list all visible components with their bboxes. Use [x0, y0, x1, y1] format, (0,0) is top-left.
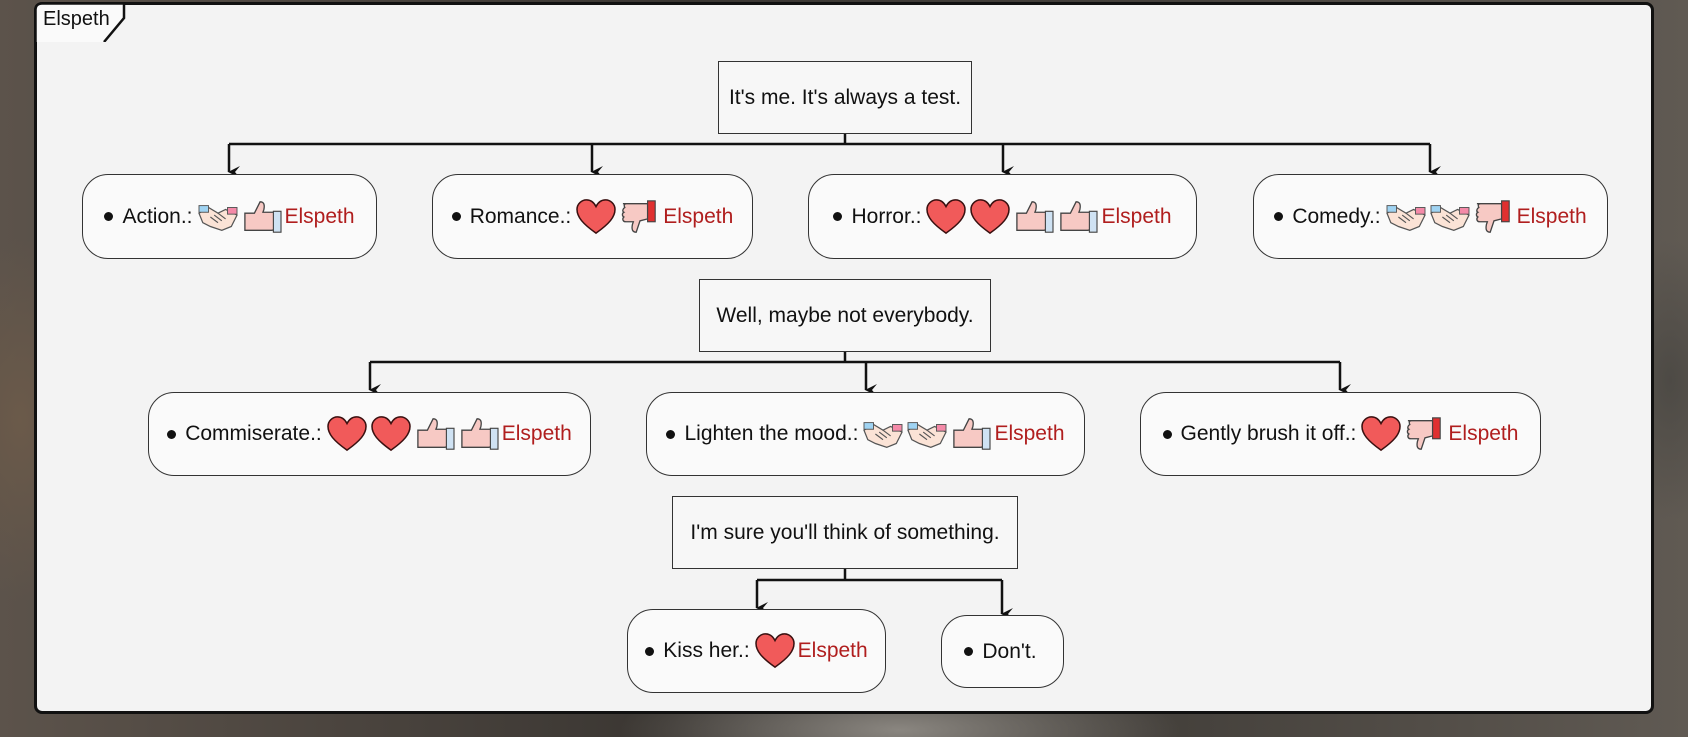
bullet: [833, 212, 843, 221]
bullet: [964, 647, 974, 656]
character-name: Elspeth: [663, 204, 734, 228]
option-label: Kiss her.:: [663, 639, 750, 662]
panel-title-tab: [34, 2, 126, 42]
prompt-text: I'm sure you'll think of something.: [690, 520, 1000, 544]
option-kiss-her[interactable]: Kiss her.: Elspeth: [627, 609, 886, 693]
option-lighten-the-mood[interactable]: Lighten the mood.: Elspeth: [646, 392, 1085, 476]
thumbs-up-icon: [1013, 198, 1055, 236]
character-name: Elspeth: [797, 639, 868, 662]
prompt-text: Well, maybe not everybody.: [716, 303, 974, 327]
character-name: Elspeth: [1516, 204, 1587, 228]
heart-icon: [969, 198, 1011, 236]
reaction-icons: [1385, 198, 1515, 236]
handshake-icon: [1385, 198, 1427, 236]
option-gently-brush-it-off[interactable]: Gently brush it off.: Elspeth: [1140, 392, 1541, 476]
heart-icon: [370, 415, 412, 453]
reaction-icons: [862, 415, 992, 453]
prompt-box: I'm sure you'll think of something.: [672, 496, 1018, 569]
reaction-icons: [575, 198, 661, 236]
bullet: [645, 646, 655, 656]
option-label: Lighten the mood.:: [684, 422, 859, 445]
handshake-icon: [906, 415, 948, 453]
character-name: Elspeth: [1448, 422, 1519, 445]
character-name: Elspeth: [284, 204, 355, 228]
prompt-text: It's me. It's always a test.: [728, 85, 962, 109]
heart-icon: [754, 632, 796, 670]
character-name: Elspeth: [501, 422, 572, 445]
option-label: Romance.:: [469, 204, 572, 228]
bullet: [666, 429, 676, 439]
thumbs-down-icon: [619, 198, 661, 236]
option-label: Commiserate.:: [185, 422, 322, 445]
prompt-box: It's me. It's always a test.: [718, 61, 972, 134]
heart-icon: [326, 415, 368, 453]
reaction-icons: [754, 632, 796, 670]
thumbs-up-icon: [458, 415, 500, 453]
reaction-icons: [326, 415, 500, 453]
handshake-icon: [862, 415, 904, 453]
option-label: Horror.:: [851, 204, 922, 228]
option-label: Comedy.:: [1292, 204, 1381, 228]
option-action[interactable]: Action.: Elspeth: [82, 174, 377, 259]
heart-icon: [575, 198, 617, 236]
reaction-icons: [1360, 415, 1446, 453]
thumbs-down-icon: [1473, 198, 1515, 236]
option-label: Don't.: [982, 639, 1037, 663]
prompt-box: Well, maybe not everybody.: [699, 279, 991, 352]
character-name: Elspeth: [1101, 204, 1172, 228]
option-romance[interactable]: Romance.: Elspeth: [432, 174, 753, 259]
option-comedy[interactable]: Comedy.: Elspeth: [1253, 174, 1608, 259]
option-label: Action.:: [122, 204, 193, 228]
option-commiserate[interactable]: Commiserate.: Elspeth: [148, 392, 591, 476]
option-label: Gently brush it off.:: [1180, 422, 1357, 445]
option-horror[interactable]: Horror.: Elspeth: [808, 174, 1197, 259]
bullet: [451, 212, 461, 221]
option-dont[interactable]: Don't.: [941, 615, 1064, 688]
bullet: [1162, 429, 1172, 439]
panel-title: Elspeth: [43, 8, 110, 30]
thumbs-up-icon: [1057, 198, 1099, 236]
handshake-icon: [197, 198, 239, 236]
bullet: [167, 429, 177, 439]
thumbs-down-icon: [1404, 415, 1446, 453]
thumbs-up-icon: [241, 198, 283, 236]
bullet: [104, 212, 114, 221]
heart-icon: [925, 198, 967, 236]
character-name: Elspeth: [994, 422, 1065, 445]
bullet: [1274, 212, 1284, 221]
heart-icon: [1360, 415, 1402, 453]
handshake-icon: [1429, 198, 1471, 236]
reaction-icons: [925, 198, 1099, 236]
thumbs-up-icon: [414, 415, 456, 453]
reaction-icons: [197, 198, 283, 236]
thumbs-up-icon: [950, 415, 992, 453]
